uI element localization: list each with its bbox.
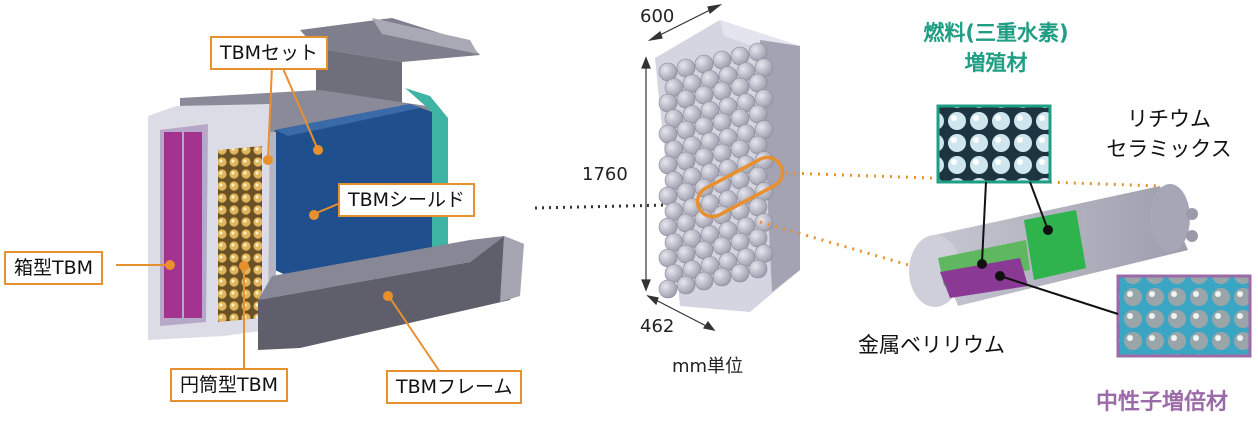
- lithium-label-line2: セラミックス: [1106, 137, 1232, 161]
- label-cylindrical-tbm: 円筒型TBM: [170, 368, 289, 402]
- pebble-sphere: [658, 279, 678, 299]
- tbm-module-illustration: [655, 20, 800, 312]
- fuel-breeder-label: 燃料(三重水素) 増殖材: [886, 18, 1106, 78]
- pebble-sphere: [712, 267, 732, 287]
- breeder-tube-cutaway: [909, 184, 1198, 307]
- pebble-sphere: [730, 263, 750, 283]
- label-tbm-set: TBMセット: [210, 36, 329, 70]
- neutron-multiplier-photo: [1116, 274, 1252, 358]
- fuel-label-line1: 燃料(三重水素): [923, 21, 1069, 45]
- dimension-width: 600: [640, 6, 675, 27]
- callout-leader-lines: [116, 65, 441, 373]
- fuel-label-line2: 増殖材: [964, 51, 1028, 75]
- pebble-sphere: [694, 271, 714, 291]
- box-tbm-panel: [164, 132, 182, 318]
- pebble-sphere: [676, 275, 696, 295]
- cylindrical-tbm-pebbles: [218, 146, 262, 322]
- neutron-multiplier-label: 中性子増倍材: [1096, 390, 1229, 415]
- label-tbm-shield: TBMシールド: [338, 183, 476, 217]
- label-tbm-frame: TBMフレーム: [386, 370, 523, 404]
- lithium-label-line1: リチウム: [1127, 107, 1211, 131]
- dimension-depth: 462: [640, 316, 675, 337]
- lithium-ceramic-label: リチウム セラミックス: [1094, 104, 1244, 164]
- tbm-assembly-illustration: [148, 18, 524, 350]
- pebble-sphere: [748, 259, 768, 279]
- beryllium-rod: [940, 258, 1028, 298]
- dimension-height: 1760: [582, 164, 628, 185]
- lithium-ceramic-zone: [1024, 210, 1086, 280]
- material-leader-lines: [977, 181, 1119, 315]
- highlighted-tube-outline: [695, 155, 785, 219]
- unit-label: mm単位: [672, 356, 744, 377]
- beryllium-label: 金属ベリリウム: [858, 333, 1005, 357]
- label-box-tbm: 箱型TBM: [4, 251, 104, 285]
- fuel-breeder-photo: [936, 104, 1052, 184]
- detail-connector: [534, 203, 669, 210]
- dimension-markers: [641, 4, 723, 331]
